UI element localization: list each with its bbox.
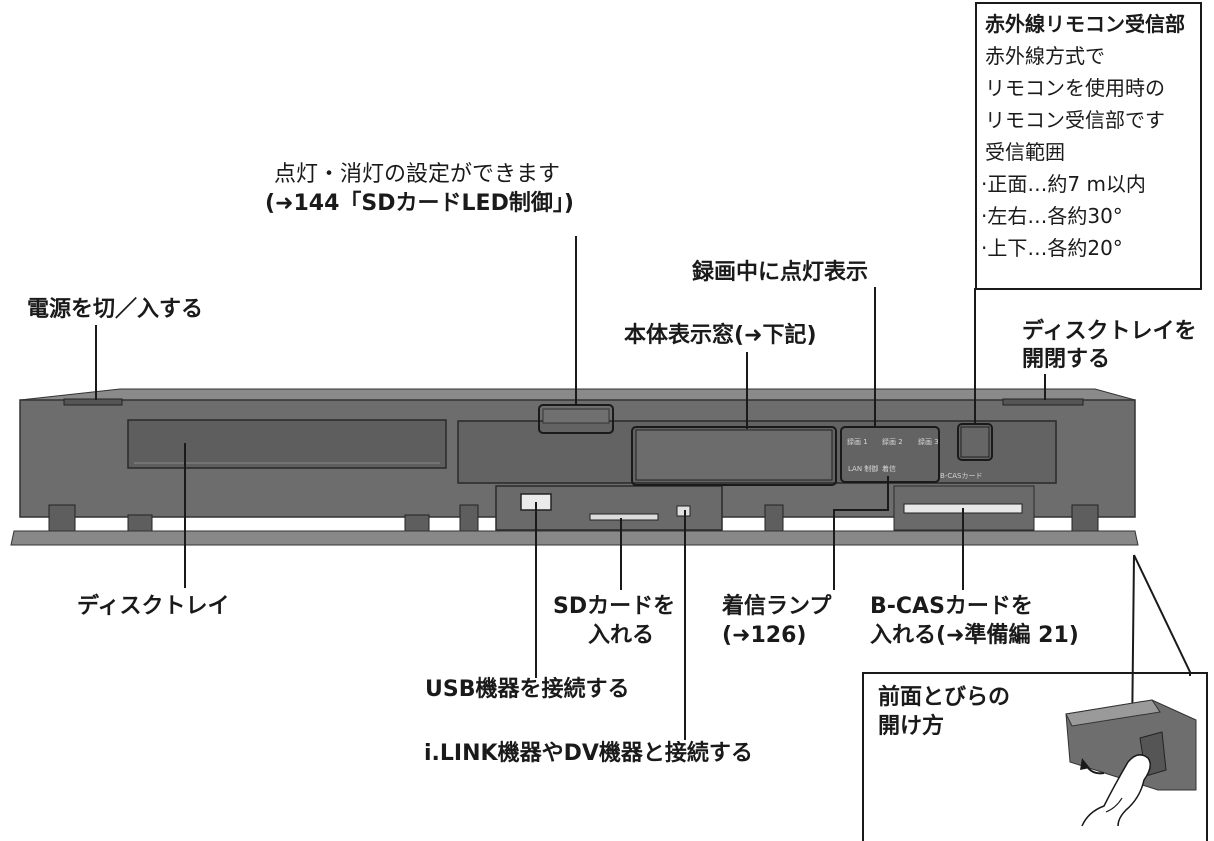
ilink-label: i.LINK機器やDV機器と接続する [424,741,753,766]
ir-box-line: リモコンを使用時の [985,76,1165,100]
ir-receiver-info-box: 赤外線リモコン受信部 赤外線方式で リモコンを使用時の リモコン受信部です 受信… [975,2,1202,290]
ir-box-line: 受信範囲 [985,140,1065,164]
panel-text-rec3: 録画 3 [918,437,939,446]
usb-label: USB機器を接続する [425,677,630,702]
device-top-surface [19,388,1136,401]
ir-box-title: 赤外線リモコン受信部 [985,12,1185,36]
bcas-label-1: B-CASカードを [870,594,1033,619]
incoming-lamp-label-2: (➜126) [722,623,807,648]
ir-box-line: 赤外線方式で [985,44,1105,68]
front-door-title-1: 前面とびらの [878,685,1011,710]
sd-label-2: 入れる [588,623,655,648]
panel-text-lan: LAN 制御 [848,464,878,473]
bcas-label-2: 入れる(➜準備編 21) [870,623,1079,648]
ir-receiver [960,426,990,458]
panel-text-rec2: 録画 2 [882,437,903,446]
latch [404,514,430,534]
device-base [10,530,1139,546]
latch [459,504,479,534]
led-setting-reference: (➜144「SDカードLED制御」) [265,191,574,216]
rec-lamp-label: 録画中に点灯表示 [692,260,869,285]
panel-text-rec1: 録画 1 [847,437,868,446]
latch [764,504,784,534]
latch [48,504,76,534]
power-button[interactable] [63,398,123,406]
sd-card-slot[interactable] [589,513,659,521]
sd-label-1: SDカードを [553,594,676,619]
power-label: 電源を切／入する [27,297,204,322]
incoming-lamp-label-1: 着信ランプ [722,594,832,619]
ir-box-line: リモコン受信部です [985,108,1165,132]
tray-open-label-2: 開閉する [1022,347,1111,372]
display-window [635,429,833,481]
panel-text-incoming: 着信 [882,464,896,473]
disc-tray-label: ディスクトレイ [77,594,230,619]
display-window-label: 本体表示窓(➜下記) [624,323,817,348]
ir-box-line: ·正面…約7 m以内 [981,172,1146,196]
disc-tray [127,419,447,469]
tray-open-button[interactable] [1002,398,1084,406]
callout-lines [95,236,1191,741]
ilink-port[interactable] [676,505,691,517]
latch [1071,504,1099,534]
ir-box-line: ·上下…各約20° [981,236,1123,260]
panel-text-bcas: B-CASカード [940,472,982,480]
ir-box-line: ·左右…各約30° [981,204,1123,228]
front-door-illustration [1065,699,1197,827]
front-door-inset-box: 前面とびらの 開け方 [862,672,1208,841]
latch [127,514,153,534]
sd-led-indicator [542,408,610,424]
led-setting-label: 点灯・消灯の設定ができます [274,162,561,187]
front-door-title-2: 開け方 [878,714,945,739]
tray-open-label-1: ディスクトレイを [1022,319,1197,344]
